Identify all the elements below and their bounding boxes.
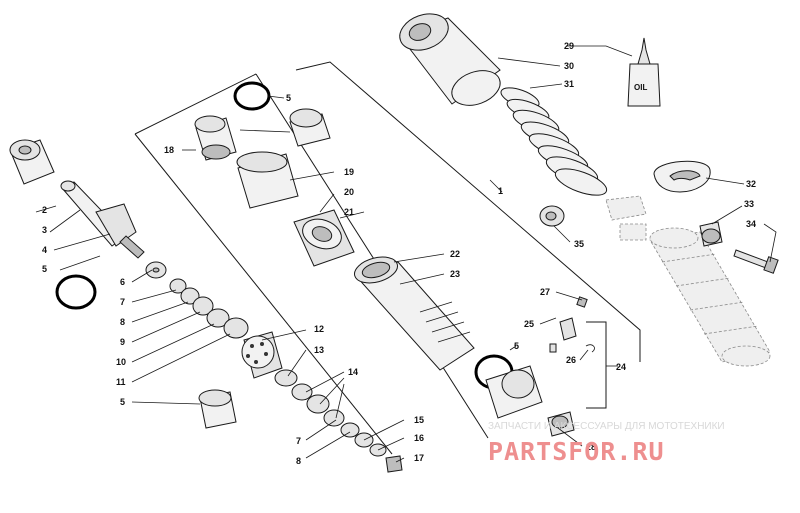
body-cap — [194, 115, 237, 161]
mount-bushing — [699, 221, 723, 247]
callout-32: 32 — [746, 179, 756, 189]
callout-31: 31 — [564, 79, 574, 89]
callout-2: 2 — [42, 205, 47, 215]
callout-19: 19 — [344, 167, 354, 177]
callout-29: 29 — [564, 41, 574, 51]
shaft-eyelet — [9, 139, 55, 185]
mount-bolt — [733, 249, 779, 274]
bushing-lower-left — [198, 389, 237, 429]
callout-3: 3 — [42, 225, 47, 235]
bottom-bushing — [547, 411, 575, 437]
callout-7-lower: 7 — [296, 436, 301, 446]
watermark-brand: PARTSFOR.RU — [488, 437, 665, 466]
valve-group-bracket — [586, 321, 607, 409]
callout-33: 33 — [744, 199, 754, 209]
coil-spring — [500, 87, 608, 196]
callout-9: 9 — [120, 337, 125, 347]
callout-18: 18 — [164, 145, 174, 155]
callout-26: 26 — [566, 355, 576, 365]
callout-21: 21 — [344, 207, 354, 217]
oil-bottle: OIL — [627, 37, 661, 107]
callout-11: 11 — [116, 377, 126, 387]
callout-7-upper: 7 — [120, 297, 125, 307]
callout-14: 14 — [348, 367, 358, 377]
leader-lines — [35, 45, 777, 463]
callout-24: 24 — [616, 362, 626, 372]
callout-35: 35 — [574, 239, 584, 249]
bottom-eyelet — [485, 365, 543, 419]
callout-5-top: 5 — [286, 93, 291, 103]
callout-5-bottom: 5 — [514, 341, 519, 351]
preload-adjuster-ring — [293, 209, 355, 267]
reservoir-cap — [399, 13, 501, 106]
callout-6: 6 — [120, 277, 125, 287]
callout-12: 12 — [314, 324, 324, 334]
callout-8-upper: 8 — [120, 317, 125, 327]
callout-16: 16 — [414, 433, 424, 443]
small-spacer — [539, 205, 565, 227]
watermark-tagline: ЗАПЧАСТИ И АКСЕССУАРЫ ДЛЯ МОТОТЕХНИКИ — [488, 421, 725, 432]
callout-34: 34 — [746, 219, 756, 229]
callout-23: 23 — [450, 269, 460, 279]
assembled-shock-ghost — [605, 195, 771, 367]
callout-22: 22 — [450, 249, 460, 259]
piston-shaft — [60, 180, 145, 259]
callout-15: 15 — [414, 415, 424, 425]
callout-17: 17 — [414, 453, 424, 463]
callout-25: 25 — [524, 319, 534, 329]
watermark: ЗАПЧАСТИ И АКСЕССУАРЫ ДЛЯ МОТОТЕХНИКИ PA… — [488, 421, 725, 466]
oil-bottle-label: OIL — [634, 83, 647, 92]
schrader-valve — [549, 296, 595, 353]
callout-labels: 1 2 3 4 5 6 7 8 9 10 11 5 12 13 14 7 8 1… — [42, 41, 756, 466]
shim-stack-lower — [274, 369, 403, 473]
spring-sleeve — [236, 151, 299, 209]
shock-body — [354, 256, 475, 371]
callout-4: 4 — [42, 245, 47, 255]
piston — [241, 331, 283, 379]
callout-27: 27 — [540, 287, 550, 297]
callout-30: 30 — [564, 61, 574, 71]
o-ring-left — [55, 274, 97, 310]
callout-5-left: 5 — [42, 264, 47, 274]
callout-20: 20 — [344, 187, 354, 197]
shim-stack-upper — [145, 261, 249, 339]
callout-28: 28 — [586, 442, 596, 452]
callout-8-lower: 8 — [296, 456, 301, 466]
spring-retainer-clip — [653, 160, 711, 193]
callout-10: 10 — [116, 357, 126, 367]
bushing-top — [289, 108, 331, 147]
callout-13: 13 — [314, 345, 324, 355]
o-ring-top — [233, 81, 271, 111]
callout-1: 1 — [498, 186, 503, 196]
callout-5-lower-left: 5 — [120, 397, 125, 407]
